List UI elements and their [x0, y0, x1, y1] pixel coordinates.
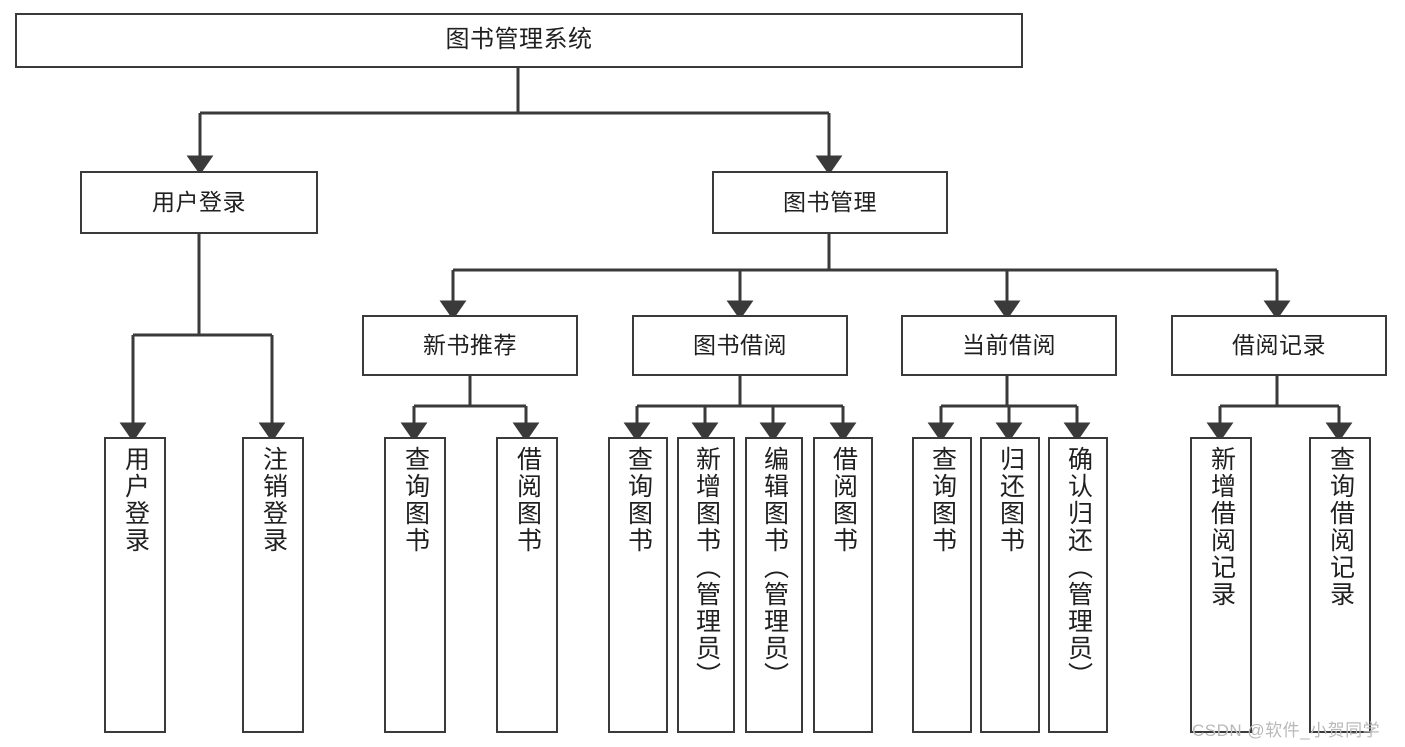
node-label: 借阅图书	[513, 446, 542, 554]
node-label: 图书管理	[783, 188, 877, 215]
node-label: 编辑图书（管理员）	[760, 446, 789, 689]
node-label: 查询图书	[624, 446, 653, 554]
node-user-login[interactable]: 用户登录	[80, 171, 318, 234]
csdn-watermark: CSDN @软件_小贺同学	[1192, 721, 1381, 740]
node-label: 用户登录	[121, 446, 150, 554]
leaf-current-borrow-query[interactable]: 查询图书	[912, 437, 972, 733]
node-label: 借阅图书	[829, 446, 858, 554]
leaf-book-borrow-add-admin[interactable]: 新增图书（管理员）	[677, 437, 735, 733]
leaf-current-borrow-confirm-return-admin[interactable]: 确认归还（管理员）	[1048, 437, 1108, 733]
node-label: 当前借阅	[962, 331, 1056, 358]
node-label: 确认归还（管理员）	[1064, 446, 1093, 689]
node-label: 图书管理系统	[445, 26, 593, 54]
node-root-book-management-system[interactable]: 图书管理系统	[15, 13, 1023, 68]
node-label: 借阅记录	[1232, 331, 1326, 358]
node-book-borrow[interactable]: 图书借阅	[632, 315, 848, 376]
node-borrow-record[interactable]: 借阅记录	[1171, 315, 1387, 376]
node-current-borrow[interactable]: 当前借阅	[901, 315, 1117, 376]
node-label: 查询图书	[928, 446, 957, 554]
node-book-management[interactable]: 图书管理	[712, 171, 948, 234]
node-label: 新书推荐	[423, 331, 517, 358]
leaf-book-borrow-query[interactable]: 查询图书	[608, 437, 668, 733]
leaf-borrow-record-add[interactable]: 新增借阅记录	[1190, 437, 1252, 733]
leaf-new-book-query[interactable]: 查询图书	[384, 437, 446, 733]
leaf-user-login-login[interactable]: 用户登录	[104, 437, 166, 733]
node-label: 用户登录	[152, 188, 246, 215]
node-label: 查询图书	[401, 446, 430, 554]
leaf-current-borrow-return[interactable]: 归还图书	[980, 437, 1040, 733]
leaf-borrow-record-query[interactable]: 查询借阅记录	[1309, 437, 1371, 733]
node-label: 新增图书（管理员）	[692, 446, 721, 689]
node-label: 查询借阅记录	[1326, 446, 1355, 608]
node-new-book-recommend[interactable]: 新书推荐	[362, 315, 578, 376]
leaf-book-borrow-borrow[interactable]: 借阅图书	[813, 437, 873, 733]
leaf-book-borrow-edit-admin[interactable]: 编辑图书（管理员）	[745, 437, 803, 733]
node-label: 图书借阅	[693, 331, 787, 358]
leaf-new-book-borrow[interactable]: 借阅图书	[496, 437, 558, 733]
node-label: 新增借阅记录	[1207, 446, 1236, 608]
node-label: 注销登录	[259, 446, 288, 554]
leaf-user-login-logout[interactable]: 注销登录	[242, 437, 304, 733]
node-label: 归还图书	[996, 446, 1025, 554]
